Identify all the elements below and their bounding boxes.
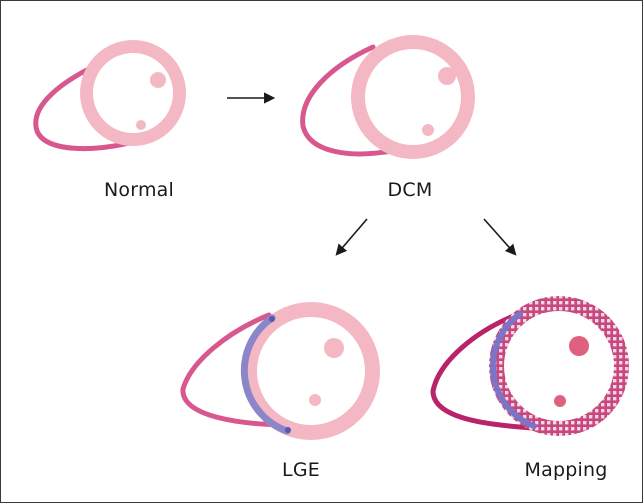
papillary-muscle-anterior-dcm [438, 67, 456, 85]
papillary-muscle-posterior-normal [136, 120, 146, 130]
left-ventricle-cavity-lge [257, 317, 365, 425]
left-ventricle-cavity-dcm [365, 49, 461, 145]
label-dcm: DCM [388, 179, 433, 201]
papillary-muscle-posterior-mapping [554, 395, 566, 407]
papillary-muscle-anterior-normal [150, 72, 166, 88]
papillary-muscle-anterior-lge [324, 338, 344, 358]
label-mapping: Mapping [525, 459, 608, 481]
heart-normal [36, 40, 186, 149]
heart-lge [183, 302, 380, 440]
fibrosis-end-upper [269, 316, 275, 322]
arrow-dcm-to-mapping [484, 219, 515, 254]
label-lge: LGE [282, 459, 320, 481]
papillary-muscle-posterior-lge [309, 394, 321, 406]
heart-mapping [433, 296, 629, 436]
left-ventricle-cavity-normal [93, 53, 173, 133]
papillary-muscle-posterior-dcm [422, 124, 434, 136]
papillary-muscle-anterior-mapping [569, 336, 589, 356]
fibrosis-end-lower [285, 427, 291, 433]
heart-dcm [303, 35, 475, 159]
arrow-dcm-to-lge [337, 219, 367, 254]
label-normal: Normal [104, 179, 174, 201]
